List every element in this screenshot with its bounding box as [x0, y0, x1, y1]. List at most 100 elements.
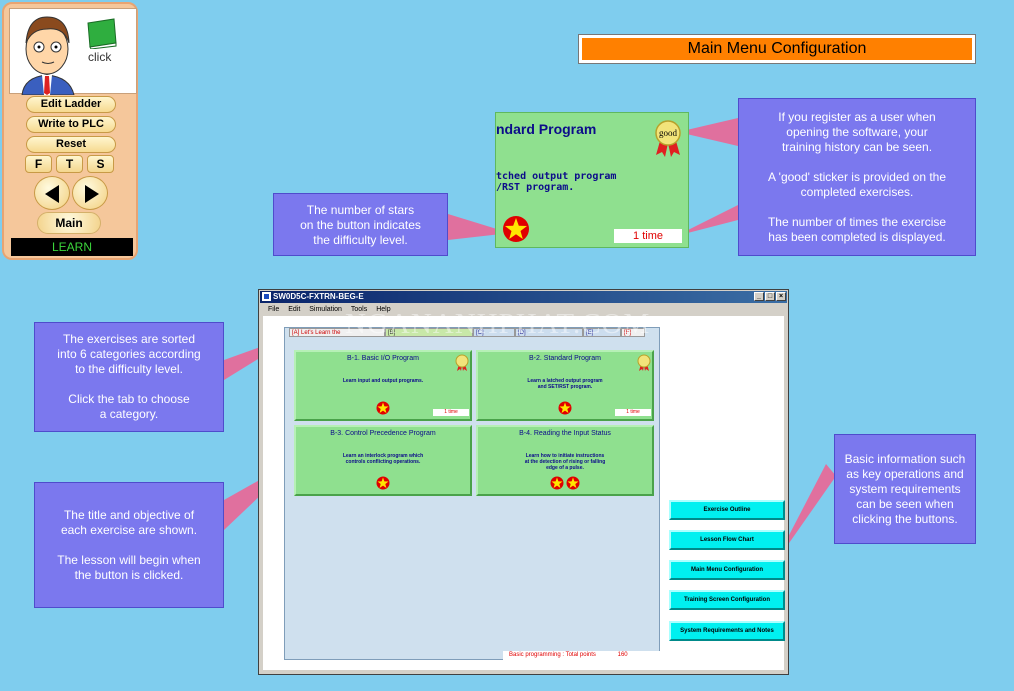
lesson-flow-chart-button[interactable]: Lesson Flow Chart	[669, 530, 785, 550]
app-icon	[262, 292, 271, 301]
callout-info-line: system requirements	[849, 482, 961, 496]
callout-categories-line: to the difficulty level.	[75, 362, 183, 376]
main-menu-configuration-button[interactable]: Main Menu Configuration	[669, 560, 785, 580]
zoomed-card-desc-2: /RST program.	[496, 182, 575, 193]
callout-stars-line: the difficulty level.	[313, 233, 408, 247]
good-sticker-icon	[637, 354, 651, 371]
exercise-card-b2[interactable]: B-2. Standard Program Learn a latched ou…	[476, 350, 654, 421]
card-desc-line: Learn input and output programs.	[342, 378, 424, 384]
callout-title-objective: The title and objective of each exercise…	[34, 482, 224, 608]
tab-category-c[interactable]: [C]	[473, 328, 515, 337]
difficulty-star-icon	[566, 476, 580, 490]
f-button[interactable]: F	[25, 155, 52, 173]
menu-file[interactable]: File	[268, 306, 280, 313]
callout-stars-line: The number of stars	[306, 203, 415, 217]
card-completion-count: 1 time	[615, 409, 651, 416]
card-desc-line: at the detection of rising or falling	[524, 459, 606, 465]
zoomed-card-desc-1: tched output program	[496, 171, 617, 182]
callout-stars: The number of stars on the button indica…	[273, 193, 448, 256]
arrow-right-icon	[85, 185, 99, 203]
menu-simulation[interactable]: Simulation	[309, 306, 342, 313]
exercise-card-b1[interactable]: B-1. Basic I/O Program Learn input and o…	[294, 350, 472, 421]
instructor-avatar: click	[9, 8, 137, 95]
menu-tools[interactable]: Tools	[350, 306, 368, 313]
callout-categories-line: The exercises are sorted	[62, 332, 196, 346]
callout-info-line: clicking the buttons.	[852, 512, 958, 526]
reset-button[interactable]: Reset	[26, 136, 116, 153]
zoomed-card-title: ndard Program	[496, 121, 597, 137]
tab-category-f[interactable]: [F]	[621, 328, 645, 337]
training-screen-configuration-button[interactable]: Training Screen Configuration	[669, 590, 785, 610]
menu-edit[interactable]: Edit	[288, 306, 301, 313]
arrow-left-icon	[45, 185, 59, 203]
zoomed-completion-count: 1 time	[614, 229, 682, 243]
app-window: SW0D5C-FXTRN-BEG-E _ □ × File Edit Simul…	[258, 289, 789, 675]
tab-category-a[interactable]: [A] Let's Learn the	[289, 328, 385, 337]
callout-info-line: as key operations and	[846, 467, 964, 481]
difficulty-star-icon	[376, 476, 390, 490]
book-caption: click	[88, 50, 112, 64]
callout-history-line: has been completed is displayed.	[768, 230, 946, 244]
page-title-frame: Main Menu Configuration	[578, 34, 976, 64]
card-description: Learn a latched output program and SET/R…	[478, 378, 652, 390]
card-title: B-4. Reading the Input Status	[519, 430, 611, 437]
control-panel: click Edit Ladder Write to PLC Reset F T…	[2, 2, 138, 260]
maximize-icon[interactable]: □	[765, 292, 775, 301]
system-requirements-button[interactable]: System Requirements and Notes	[669, 621, 785, 641]
callout-history-line: completed exercises.	[800, 185, 914, 199]
total-points-value: 160	[617, 652, 628, 658]
page-title: Main Menu Configuration	[582, 38, 972, 60]
card-desc-line: Learn an interlock program which	[342, 453, 424, 459]
mode-status: LEARN	[11, 238, 133, 256]
edit-ladder-button[interactable]: Edit Ladder	[26, 96, 116, 113]
card-desc-line: Learn how to initiate instructions	[525, 453, 605, 459]
callout-info-line: Basic information such	[844, 452, 966, 466]
s-button[interactable]: S	[87, 155, 114, 173]
card-description: Learn an interlock program which control…	[296, 453, 470, 465]
good-sticker-icon: good	[655, 120, 681, 157]
minimize-icon[interactable]: _	[754, 292, 764, 301]
card-title: B-1. Basic I/O Program	[347, 355, 419, 362]
zoomed-exercise-card: ndard Program tched output program /RST …	[495, 112, 689, 248]
write-to-plc-button[interactable]: Write to PLC	[26, 116, 116, 133]
window-title: SW0D5C-FXTRN-BEG-E	[273, 292, 364, 301]
close-icon[interactable]: ×	[776, 292, 786, 301]
next-button[interactable]	[72, 176, 108, 210]
good-sticker-text: good	[659, 128, 678, 138]
callout-history-line: opening the software, your	[786, 125, 928, 139]
exercise-card-b4[interactable]: B-4. Reading the Input Status Learn how …	[476, 425, 654, 496]
callout-title-line: The title and objective of	[63, 508, 195, 522]
teacher-icon	[21, 16, 75, 95]
book-icon[interactable]	[84, 17, 120, 49]
t-button[interactable]: T	[56, 155, 83, 173]
difficulty-star-icon	[376, 401, 390, 415]
callout-stars-line: on the button indicates	[300, 218, 421, 232]
window-titlebar[interactable]: SW0D5C-FXTRN-BEG-E _ □ ×	[260, 291, 787, 303]
previous-button[interactable]	[34, 176, 70, 210]
callout-training-history: If you register as a user when opening t…	[738, 98, 976, 256]
callout-history-line: If you register as a user when	[778, 110, 936, 124]
callout-title-line: each exercise are shown.	[60, 523, 198, 537]
card-desc-line: and SET/RST program.	[537, 384, 593, 390]
main-button[interactable]: Main	[37, 212, 101, 234]
callout-history-line: training history can be seen.	[781, 140, 933, 154]
callout-categories-line: Click the tab to choose	[68, 392, 190, 406]
callout-categories-line: a category.	[99, 407, 159, 421]
exercise-card-b3[interactable]: B-3. Control Precedence Program Learn an…	[294, 425, 472, 496]
card-description: Learn how to initiate instructions at th…	[478, 453, 652, 471]
total-points-bar: Basic programming : Total points 160	[503, 651, 661, 660]
card-title: B-3. Control Precedence Program	[330, 430, 436, 437]
callout-info-line: can be seen when	[856, 497, 954, 511]
total-points-label: Basic programming : Total points	[509, 652, 596, 658]
tab-category-e[interactable]: [E]	[583, 328, 621, 337]
tab-category-d[interactable]: [D]	[515, 328, 583, 337]
callout-basic-info: Basic information such as key operations…	[834, 434, 976, 544]
tab-category-b[interactable]: [B]	[385, 328, 473, 337]
difficulty-star-icon	[558, 401, 572, 415]
menu-help[interactable]: Help	[376, 306, 391, 313]
callout-title-line: The lesson will begin when	[57, 553, 201, 567]
menu-bar: File Edit Simulation Tools Help	[261, 304, 786, 315]
exercise-outline-button[interactable]: Exercise Outline	[669, 500, 785, 520]
watermark: NGANANHPHAT.COM	[345, 308, 651, 340]
card-desc-line: edge of a pulse.	[546, 465, 584, 471]
